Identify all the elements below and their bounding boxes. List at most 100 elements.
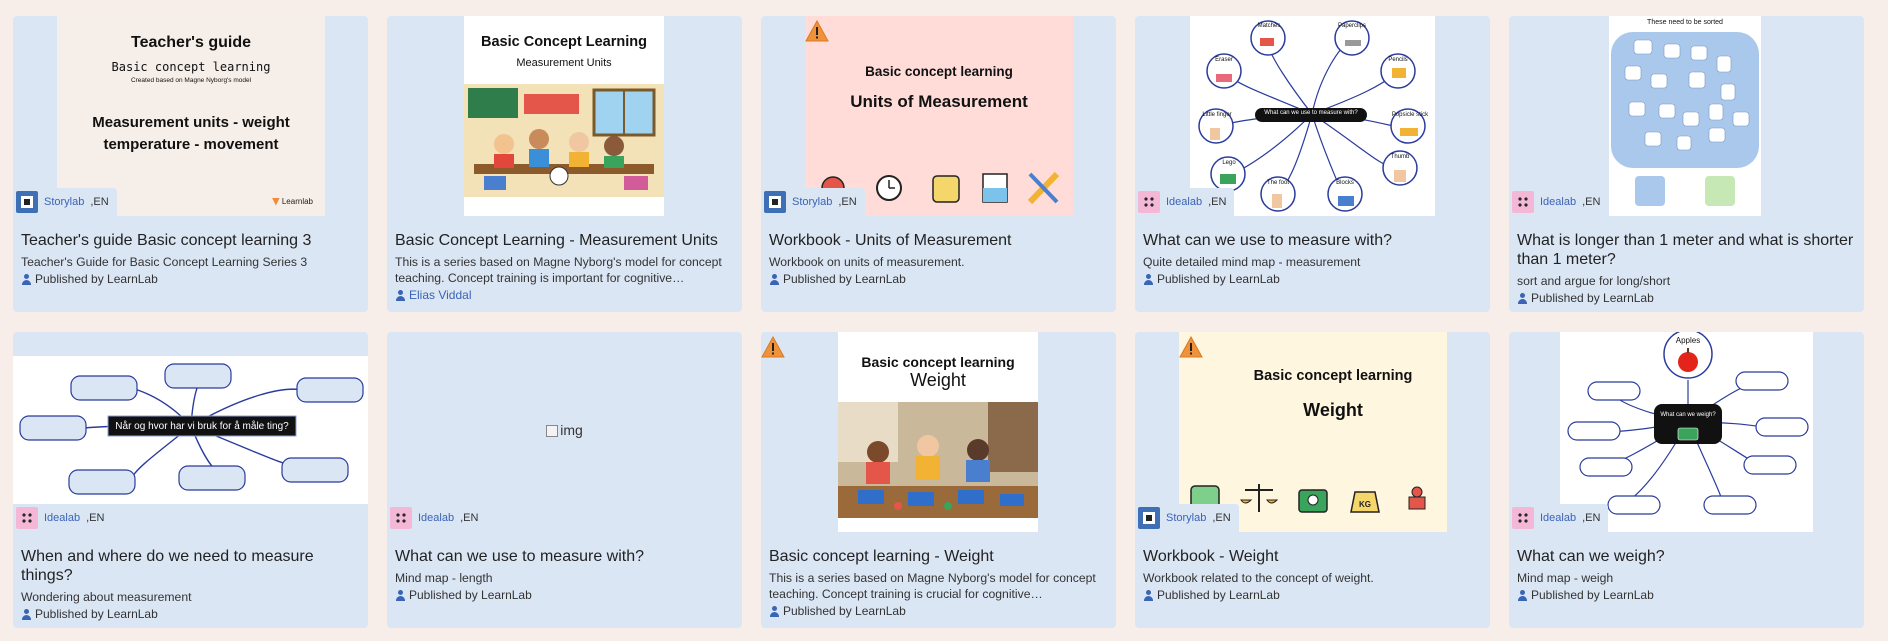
source-tag: Storylab ,EN [13,188,117,216]
resource-card[interactable]: img Idealab ,EN What can we use to measu… [387,332,742,628]
card-description: Mind map - weigh [1517,571,1614,585]
card-thumbnail[interactable]: Basic concept learning Units of Measurem… [761,16,1116,216]
card-description: Wondering about measurement [21,590,192,604]
card-title[interactable]: Basic Concept Learning - Measurement Uni… [395,232,718,249]
mindmap-node: Paperclips [1337,23,1366,29]
thumb-subheading: Measurement Units [516,57,612,69]
source-name[interactable]: Storylab [44,196,85,208]
resource-card[interactable]: Basic Concept Learning Measurement Units [387,16,742,312]
person-icon [769,605,779,617]
storylab-icon [764,191,786,213]
resource-card[interactable]: Basic concept learning Weight Basic conc… [761,332,1116,628]
storylab-icon [1138,507,1160,529]
card-thumbnail[interactable]: Basic Concept Learning Measurement Units [387,16,742,216]
card-thumbnail[interactable]: Basic concept learning Weight KG Storyla… [1135,332,1490,532]
thumb-heading: Basic concept learning [865,64,1013,79]
card-title[interactable]: When and where do we need to measure thi… [21,548,314,584]
thumb-heading: Basic concept learning [861,354,1015,370]
card-author: Published by LearnLab [1143,588,1482,602]
storylab-icon [16,191,38,213]
card-title[interactable]: Basic concept learning - Weight [769,548,994,565]
source-tag: Idealab ,EN [1135,188,1235,216]
resource-card[interactable]: Apples What can we weigh? Idealab ,EN Wh… [1509,332,1864,628]
source-name[interactable]: Idealab [1540,196,1577,208]
card-title[interactable]: What can we use to measure with? [1143,232,1393,249]
resource-card[interactable]: Når og hvor har vi bruk for å måle ting?… [13,332,368,628]
mindmap-node: Blocks [1336,180,1354,186]
card-thumbnail[interactable]: What can we use to measure with? Matches… [1135,16,1490,216]
warning-icon [761,336,785,358]
card-description: This is a series based on Magne Nyborg's… [395,255,722,285]
mindmap-node: Eraser [1215,57,1233,63]
card-thumbnail[interactable]: Når og hvor har vi bruk for å måle ting?… [13,332,368,532]
card-thumbnail[interactable]: These need to be sorted Idealab ,EN [1509,16,1864,216]
person-icon [395,589,405,601]
kg-weight-label: KG [1359,500,1371,509]
card-title[interactable]: Teacher's guide Basic concept learning 3 [21,232,312,249]
card-author: Published by LearnLab [769,604,1108,618]
card-description: Quite detailed mind map - measurement [1143,255,1361,269]
person-icon [1517,292,1527,304]
broken-image: img [387,422,742,438]
card-thumbnail[interactable]: Teacher's guide Basic concept learning C… [13,16,368,216]
idealab-icon [16,507,38,529]
source-name[interactable]: Idealab [1540,512,1577,524]
mindmap-node: Thumb [1390,154,1410,160]
language-code: ,EN [86,512,105,524]
card-title[interactable]: Workbook - Units of Measurement [769,232,1012,249]
learnlab-logo: Learnlab [271,197,313,206]
card-title[interactable]: What can we use to measure with? [395,548,645,565]
resource-card[interactable]: Basic concept learning Weight KG Storyla… [1135,332,1490,628]
source-name[interactable]: Storylab [792,196,833,208]
person-icon [1517,589,1527,601]
resource-card[interactable]: Basic concept learning Units of Measurem… [761,16,1116,312]
card-thumbnail[interactable]: Basic concept learning Weight [761,332,1116,532]
idealab-icon [1512,507,1534,529]
card-description: Workbook on units of measurement. [769,255,965,269]
source-tag: Idealab ,EN [1509,188,1609,216]
thumb-subheading: Weight [910,370,966,390]
card-title[interactable]: What can we weigh? [1517,548,1665,565]
resource-card[interactable]: What can we use to measure with? Matches… [1135,16,1490,312]
card-author[interactable]: Elias Viddal [395,288,734,302]
mindmap-center: What can we weigh? [1660,412,1716,418]
mindmap-node: Apples [1675,336,1701,345]
card-title[interactable]: What is longer than 1 meter and what is … [1517,232,1854,268]
warning-icon [1179,336,1203,358]
card-author: Published by LearnLab [21,272,360,286]
source-name[interactable]: Idealab [418,512,455,524]
mindmap-lines [1198,20,1426,212]
language-code: ,EN [90,196,109,208]
card-thumbnail[interactable]: Apples What can we weigh? Idealab ,EN [1509,332,1864,532]
thumb-heading: Basic concept learning [1253,368,1413,384]
mindmap-node: Matches [1257,23,1281,29]
mindmap-node: Little finger [1202,112,1232,118]
source-name[interactable]: Idealab [1166,196,1203,208]
card-author: Published by LearnLab [1143,272,1482,286]
classroom-illustration [838,402,1038,518]
person-icon [21,273,31,285]
mindmap-node: The foot [1266,180,1289,186]
card-author: Published by LearnLab [395,588,734,602]
source-tag: Idealab ,EN [387,504,487,532]
source-name[interactable]: Storylab [1166,512,1207,524]
mindmap-lines [19,363,364,495]
source-tag: Idealab ,EN [13,504,113,532]
source-name[interactable]: Idealab [44,512,81,524]
thumb-heading: Teacher's guide [131,34,251,51]
card-thumbnail[interactable]: img Idealab ,EN [387,332,742,532]
resource-card[interactable]: These need to be sorted Idealab ,EN [1509,16,1864,312]
card-description: Workbook related to the concept of weigh… [1143,571,1374,585]
card-description: This is a series based on Magne Nyborg's… [769,571,1096,601]
language-code: ,EN [838,196,857,208]
card-description: sort and argue for long/short [1517,274,1671,288]
person-icon [1143,589,1153,601]
thumb-subheading: Weight [1303,400,1363,420]
card-author: Published by LearnLab [1517,291,1856,305]
resource-card[interactable]: Teacher's guide Basic concept learning C… [13,16,368,312]
mindmap-center: Når og hvor har vi bruk for å måle ting? [115,421,289,432]
mindmap-node: Lego [1222,160,1236,166]
card-title[interactable]: Workbook - Weight [1143,548,1279,565]
card-description: Teacher's Guide for Basic Concept Learni… [21,255,308,269]
card-author: Published by LearnLab [1517,588,1856,602]
